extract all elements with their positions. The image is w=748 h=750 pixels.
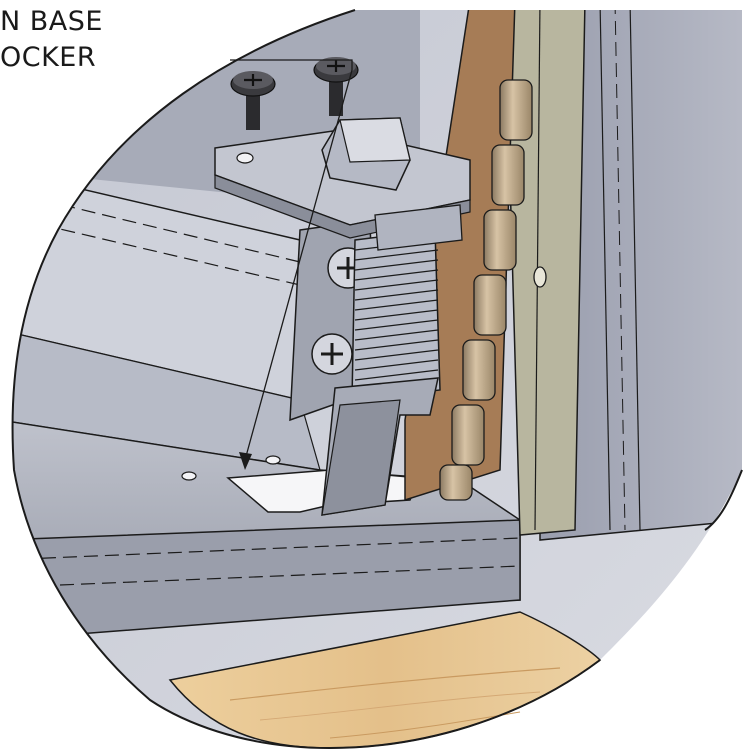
latch-guide [374, 204, 463, 251]
hinge-leaf-edge [534, 10, 541, 531]
phillips-screw-icon [230, 71, 276, 130]
door-edge-line [599, 10, 611, 531]
callout-label-line1: N BASE [0, 6, 103, 37]
door-edge-line [629, 10, 641, 531]
detail-circle-outline [11, 9, 601, 750]
phillips-screw-icon [311, 333, 353, 375]
hinge-screw-hole [533, 266, 547, 288]
phillips-screw-icon [313, 57, 359, 116]
hidden-line-3 [12, 537, 521, 561]
hinge-icon [439, 79, 533, 501]
latch-handle-top [339, 117, 411, 163]
hidden-line-4 [59, 565, 521, 586]
latch-plunger-face [321, 399, 401, 516]
floor-hole [181, 471, 197, 481]
callout-label-line2: OCKER [0, 42, 96, 73]
detail-circle-outline-right [704, 469, 743, 531]
spring-coils [354, 239, 439, 381]
base-front-face [12, 519, 521, 641]
floor-hole [265, 455, 281, 465]
door-hidden-line [614, 10, 626, 531]
callout-arrowhead [239, 452, 252, 470]
callout-leader [244, 59, 353, 461]
plate-hole [236, 152, 254, 164]
floor-board [168, 611, 602, 749]
